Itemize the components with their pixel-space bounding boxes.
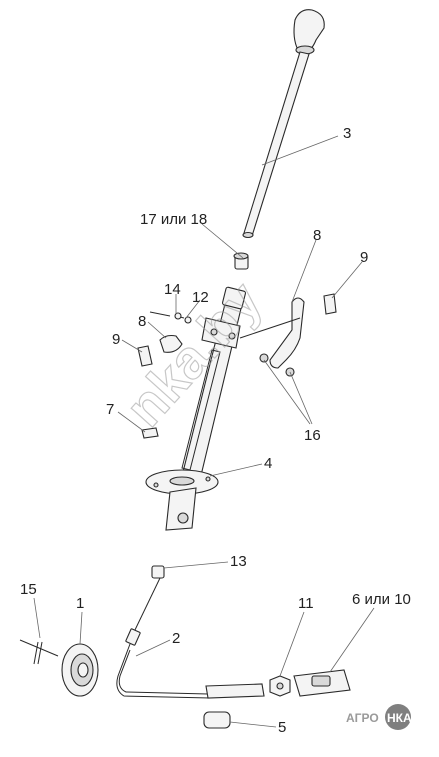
leader-5 (229, 721, 277, 728)
leader-3 (261, 135, 339, 166)
callout-6-10: 6 или 10 (352, 591, 411, 608)
leader-1 (79, 611, 83, 645)
part-2-cable (116, 577, 265, 699)
logo-text-right: НКА (387, 711, 412, 725)
part-15-cotter-pin (33, 641, 43, 665)
part-bracket-assembly (149, 311, 241, 349)
callout-9-left: 9 (112, 331, 120, 348)
leader-6 (329, 607, 375, 673)
callout-13: 13 (230, 553, 247, 570)
callout-17-18: 17 или 18 (140, 211, 207, 228)
logo-circle (385, 704, 411, 730)
leader-16b (289, 371, 313, 425)
callout-11: 11 (298, 595, 314, 612)
callout-4: 4 (264, 455, 272, 472)
part-13-clamp (151, 565, 165, 579)
part-7-pin (141, 427, 159, 439)
leader-13 (163, 561, 229, 569)
callout-14: 14 (164, 281, 181, 298)
callout-9-right: 9 (360, 249, 368, 266)
leader-9b (331, 261, 363, 299)
part-17-bushing (233, 252, 249, 270)
callout-1: 1 (76, 595, 84, 612)
callout-labels: 3 17 или 18 8 9 14 12 8 9 7 16 4 13 15 6… (20, 125, 411, 736)
leader-15 (33, 597, 41, 639)
callout-16: 16 (304, 427, 321, 444)
callout-8-left: 8 (138, 313, 146, 330)
callout-7: 7 (106, 401, 114, 418)
part-9-clip-left (137, 345, 153, 367)
leader-12 (185, 299, 201, 319)
leader-lines (33, 135, 375, 728)
part-5-sleeve (203, 711, 231, 729)
part-1-roller (19, 639, 99, 697)
leader-2 (135, 639, 171, 657)
leader-8b (291, 239, 317, 303)
part-3-lever-rod (242, 9, 325, 239)
leader-11 (279, 611, 305, 677)
leader-17 (201, 223, 244, 259)
leader-8a (147, 321, 167, 339)
leader-7 (117, 411, 146, 433)
logo-text-left: АГРО (346, 711, 379, 725)
part-11-nut (269, 675, 291, 697)
callout-3: 3 (343, 125, 351, 142)
part-8-lever-arm (239, 297, 305, 377)
part-9-clip-right (323, 293, 337, 315)
callout-5: 5 (278, 719, 286, 736)
callout-15: 15 (20, 581, 37, 598)
callout-12: 12 (192, 289, 209, 306)
callout-8-right: 8 (313, 227, 321, 244)
callout-2: 2 (172, 630, 180, 647)
leader-9a (121, 339, 143, 353)
brand-logo: АГРО НКА (346, 704, 412, 730)
leader-4 (209, 463, 263, 477)
part-6-fork (293, 669, 351, 697)
leader-16a (263, 359, 311, 425)
